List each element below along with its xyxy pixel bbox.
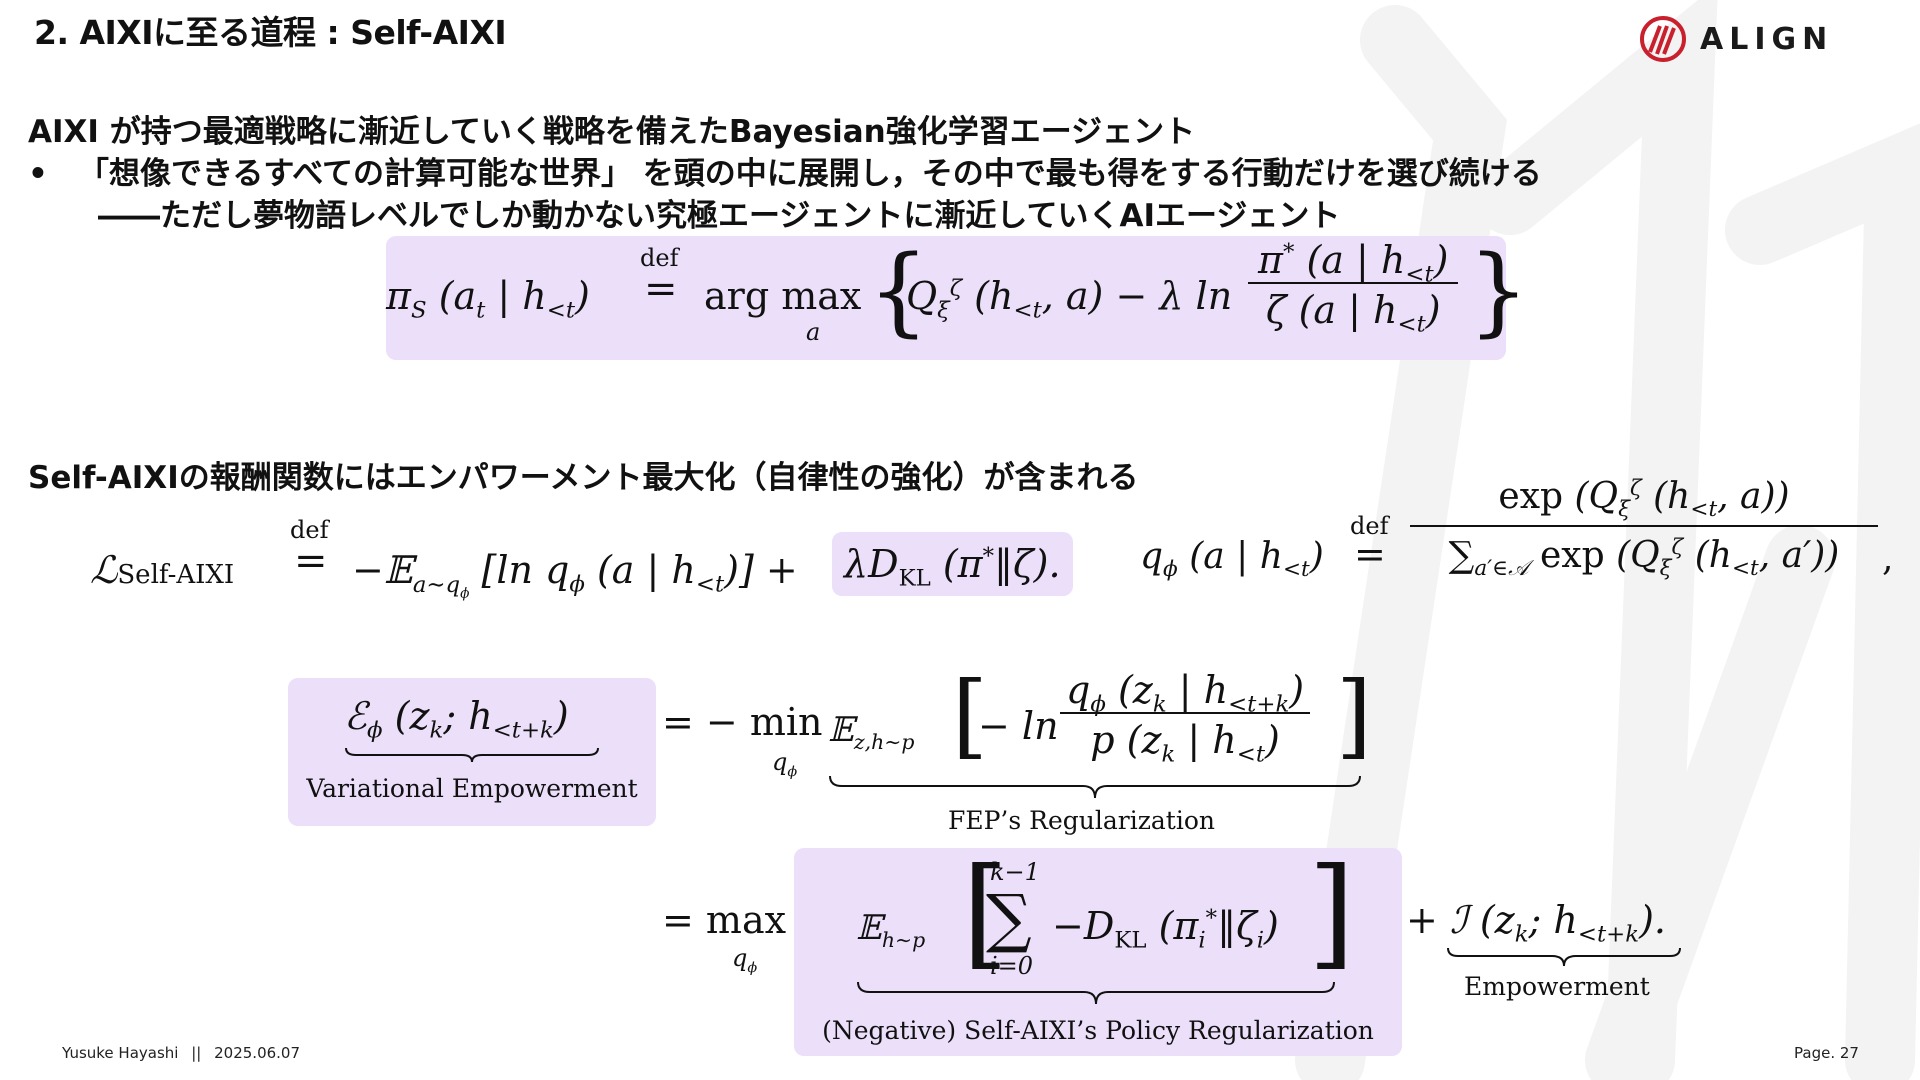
self-aixi-policy-equation: πS (at | h<t) def = arg max a { Qξζ (h<t…	[386, 235, 1529, 360]
align-logo-icon	[1640, 16, 1686, 62]
loss-equals: =	[294, 538, 328, 584]
fep-expectation: 𝔼z,h∼p	[828, 710, 915, 754]
sum-symbol: ∑	[986, 882, 1032, 956]
softmax-comma: ,	[1882, 538, 1894, 579]
intro-bullet: • 「想像できるすべての計算可能な世界」 を頭の中に展開し，その中で最も得をする行…	[28, 148, 1542, 193]
max-operator: = max	[662, 898, 787, 942]
softmax-denominator: ∑a′∈𝒜 exp (Qξζ (h<t, a′))	[1410, 525, 1878, 579]
bullet-dot-icon: •	[28, 156, 48, 192]
policy-left-bracket: [	[962, 843, 1009, 982]
softmax-policy-equation: qϕ (a | h<t) def = exp (Qξζ (h<t, a)) ∑a…	[1140, 476, 1900, 646]
q-term: Qξζ (h<t, a) − λ ln	[906, 274, 1233, 324]
intro-bullet-text: 「想像できるすべての計算可能な世界」 を頭の中に展開し，その中で最も得をする行動…	[78, 156, 1542, 192]
intro-subline: ――ただし夢物語レベルでしか動かない究極エージェントに漸近していくAIエージェン…	[98, 198, 1341, 234]
policy-regularization-label: (Negative) Self-AIXI’s Policy Regulariza…	[822, 1016, 1374, 1045]
empowerment-term: + ℐ (zk; h<t+k).	[1406, 898, 1666, 948]
fep-neg-ln: − ln	[978, 704, 1059, 748]
policy-lhs: πS (at | h<t)	[386, 274, 590, 324]
kl-regularizer-term: λDKL (π*‖ζ).	[832, 532, 1073, 596]
fep-denominator: p (zk | h<t)	[1060, 712, 1311, 766]
underbrace-icon	[345, 747, 599, 763]
loss-equation: ℒSelf-AIXI def = −𝔼a∼qϕ [ln qϕ (a | h<t)…	[90, 508, 1240, 608]
softmax-def-label: def	[1350, 512, 1389, 540]
argmax-operator: arg max	[704, 274, 862, 318]
loss-expectation-term: −𝔼a∼qϕ [ln qϕ (a | h<t)] +	[352, 548, 798, 602]
loss-def-label: def	[290, 516, 329, 544]
right-brace: }	[1468, 235, 1530, 347]
empowerment-underbrace-icon	[1447, 947, 1681, 967]
fep-fraction: qϕ (zk | h<t+k) p (zk | h<t)	[1060, 668, 1311, 766]
argmax-subscript: a	[806, 318, 821, 346]
policy-kl-term: −DKL (πi*‖ζi)	[1052, 904, 1279, 954]
footer-date: 2025.06.07	[214, 1044, 301, 1062]
policy-underbrace-icon	[857, 981, 1335, 1005]
footer-author: Yusuke Hayashi	[62, 1044, 179, 1062]
softmax-numerator: exp (Qξζ (h<t, a))	[1498, 476, 1790, 523]
logo-wordmark: ALIGN	[1700, 22, 1834, 57]
min-operator: = − min	[662, 700, 823, 744]
sum-upper-limit: k−1	[990, 858, 1040, 886]
fep-right-bracket: ]	[1336, 662, 1372, 769]
left-brace: {	[868, 235, 930, 347]
intro-headline: AIXI が持つ最適戦略に漸近していく戦略を備えたBayesian強化学習エージ…	[28, 114, 1196, 150]
softmax-lhs: qϕ (a | h<t)	[1140, 536, 1324, 583]
fep-numerator: qϕ (zk | h<t+k)	[1066, 668, 1305, 718]
policy-right-bracket: ]	[1308, 843, 1355, 982]
equals-sign: =	[644, 266, 678, 312]
footer-meta: Yusuke Hayashi || 2025.06.07	[62, 1044, 300, 1062]
empowerment-label: Empowerment	[1464, 972, 1650, 1001]
empowerment-symbol: ℰϕ (zk; h<t+k)	[344, 694, 569, 744]
ratio-fraction: π* (a | h<t) ζ (a | h<t)	[1248, 238, 1459, 336]
footer-page-number: Page. 27	[1794, 1044, 1859, 1062]
footer-separator: ||	[191, 1044, 202, 1062]
softmax-equals: =	[1354, 532, 1386, 576]
policy-regularization-box: 𝔼h∼p [ k−1 ∑ i=0 −DKL (πi*‖ζi) ] (Negati…	[794, 843, 1402, 1056]
fep-regularization-label: FEP’s Regularization	[948, 806, 1215, 835]
policy-expectation: 𝔼h∼p	[856, 908, 926, 952]
fep-underbrace-icon	[829, 775, 1361, 799]
align-logo: ALIGN	[1638, 14, 1828, 70]
loss-lhs: ℒSelf-AIXI	[90, 548, 235, 592]
def-label: def	[640, 244, 679, 272]
max-subscript: qϕ	[732, 944, 758, 976]
slide-title: 2. AIXIに至る道程 : Self-AIXI	[34, 13, 507, 52]
ratio-numerator: π* (a | h<t)	[1258, 238, 1449, 288]
min-subscript: qϕ	[772, 748, 798, 780]
softmax-fraction: exp (Qξζ (h<t, a)) ∑a′∈𝒜 exp (Qξζ (h<t, …	[1410, 476, 1878, 579]
section2-headline: Self-AIXIの報酬関数にはエンパワーメント最大化（自律性の強化）が含まれる	[28, 460, 1139, 496]
ratio-denominator: ζ (a | h<t)	[1248, 282, 1459, 336]
variational-empowerment-box: ℰϕ (zk; h<t+k) Variational Empowerment	[288, 678, 656, 826]
variational-empowerment-label: Variational Empowerment	[306, 774, 638, 803]
sum-lower-limit: i=0	[990, 952, 1034, 980]
fep-left-bracket: [	[952, 662, 988, 769]
